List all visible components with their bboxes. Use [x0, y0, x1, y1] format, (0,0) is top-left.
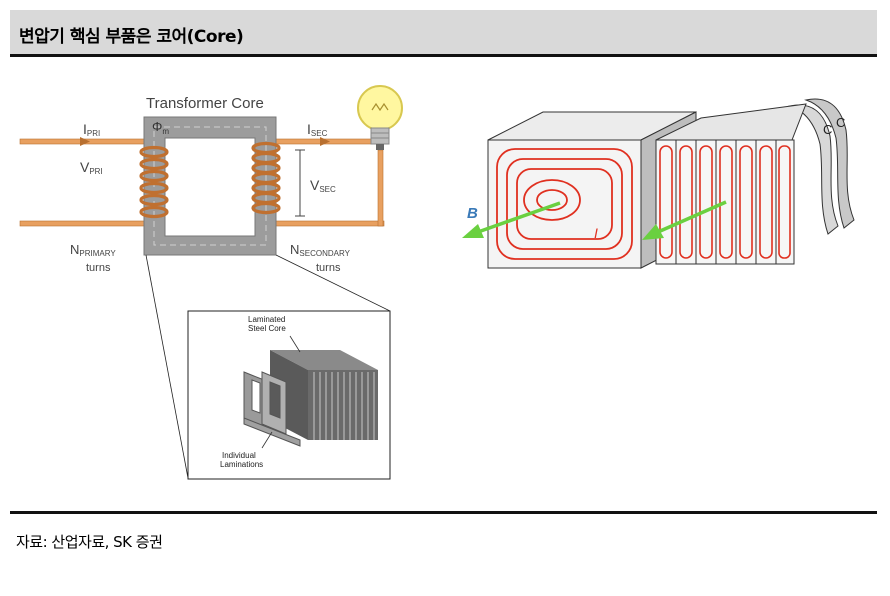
laminated-stack [655, 98, 855, 265]
footer-divider [10, 511, 877, 514]
secondary-wire-right [377, 149, 384, 227]
inset-label-top-2: Steel Core [248, 324, 286, 333]
nprimary-turns: turns [86, 262, 111, 274]
b-field-arrows [462, 200, 727, 240]
ipri-label: IPRI [83, 121, 100, 138]
primary-coil [139, 145, 169, 219]
laminated-core-inset: Laminated Steel Core Individual Laminati… [187, 310, 391, 480]
eddy-loops-solid [496, 148, 633, 260]
transformer-diagram: Transformer Core Φm IPRI VPRI ISEC VSEC … [19, 85, 403, 480]
c-label-2: C [836, 115, 845, 130]
light-bulb-icon [357, 85, 403, 150]
b-label: B [467, 205, 478, 222]
isec-arrow [320, 137, 330, 146]
flux-path [153, 126, 267, 246]
inset-label-bottom-2: Laminations [220, 460, 263, 469]
secondary-wire-bottom [257, 220, 385, 227]
c-label-1: C [823, 122, 832, 137]
nsecondary-label: NSECONDARY [290, 242, 351, 258]
inset-label-bottom-1: Individual [222, 451, 256, 460]
nprimary-label: NPRIMARY [70, 242, 116, 258]
eddy-loops-laminated [659, 145, 791, 259]
i-label: I [594, 225, 598, 241]
vsec-label: VSEC [310, 177, 336, 194]
zoom-line-left [145, 254, 189, 479]
primary-wire-bottom [19, 220, 161, 227]
core-window [164, 137, 256, 237]
vpri-label: VPRI [80, 159, 103, 176]
ipri-arrow [80, 137, 90, 146]
source-note: 자료: 산업자료, SK 증권 [16, 533, 163, 551]
section-header: 변압기 핵심 부품은 코어(Core) [10, 10, 877, 57]
isec-label: ISEC [307, 121, 328, 138]
inset-label-top-1: Laminated [248, 315, 285, 324]
zoom-line-right [275, 254, 391, 312]
eddy-current-diagram: B I C C [462, 98, 855, 269]
nsecondary-turns: turns [316, 262, 341, 274]
secondary-coil [251, 141, 281, 215]
core-title: Transformer Core [146, 95, 264, 112]
phi-label: Φm [152, 119, 169, 136]
section-title: 변압기 핵심 부품은 코어(Core) [19, 27, 244, 47]
